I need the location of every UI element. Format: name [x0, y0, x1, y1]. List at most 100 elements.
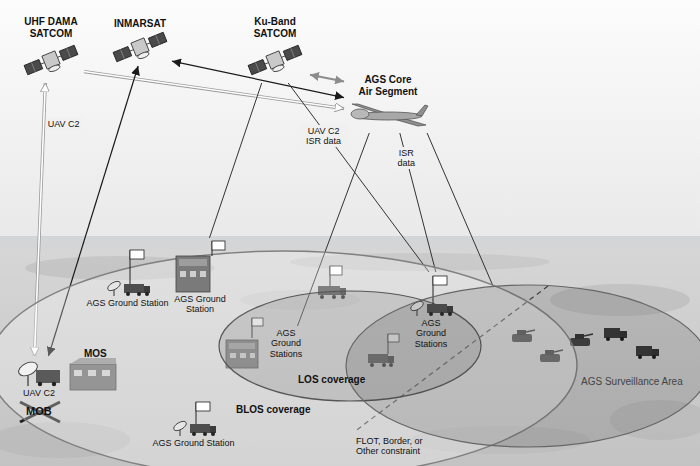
link-line [209, 83, 261, 238]
van-wheel [52, 382, 56, 386]
satellite-icon [247, 43, 304, 80]
link-label-holder: UAV C2 [46, 118, 82, 130]
station-label: AGS Ground Stations [408, 318, 454, 349]
truck-wheel [211, 432, 215, 436]
panel-strut [265, 63, 269, 64]
site-label: MOB [26, 405, 52, 418]
panel-strut [146, 42, 150, 43]
ground-station-icon [106, 250, 150, 296]
link-path [84, 72, 344, 109]
link-line [288, 83, 429, 272]
aircraft-icon [351, 104, 428, 126]
link-line [310, 75, 344, 82]
station-label: AGS Ground Stations [264, 328, 308, 359]
aircraft-nose [351, 109, 369, 119]
satellite-node: UHF DAMA SATCOM [18, 14, 84, 83]
link-line [84, 72, 344, 109]
panel-grid [256, 62, 260, 71]
solar-panel [248, 59, 267, 74]
truck-cab [210, 426, 216, 433]
panel-grid [291, 48, 295, 57]
building-roof [179, 259, 207, 266]
free-label-holder: MOS [84, 348, 107, 360]
link-path [288, 83, 429, 272]
solar-panel [59, 45, 78, 60]
link-path [427, 133, 493, 286]
truck-wheel [137, 292, 141, 296]
building-window [180, 271, 186, 277]
link-label-holder: ISR data [391, 147, 421, 170]
solar-panel [24, 59, 43, 74]
satellite-label: UHF DAMA SATCOM [22, 16, 80, 39]
node-icon [16, 358, 62, 388]
panel-strut [41, 63, 45, 64]
link-line [427, 133, 493, 286]
satellite-node: Ku-Band SATCOM [240, 14, 310, 83]
unit-flag [212, 241, 225, 250]
satellite-icon [23, 43, 80, 80]
control-van [36, 370, 60, 383]
link-path [209, 83, 261, 238]
solar-panel [113, 46, 132, 61]
building-window [200, 271, 206, 277]
link-label: UAV C2 ISR data [300, 125, 348, 148]
free-label-holder: MOB [26, 405, 52, 418]
solar-panel [148, 32, 167, 47]
station-label: UAV C2 [23, 388, 55, 398]
panel-grid [156, 35, 160, 44]
panel-strut [281, 56, 285, 57]
panel-strut [57, 56, 61, 57]
satellite-label: Ku-Band SATCOM [242, 16, 308, 39]
satellite-icon [112, 30, 169, 64]
truck-cab [144, 286, 150, 293]
satellite-node: INMARSAT [108, 16, 172, 66]
uav-control-icon [16, 359, 60, 386]
link-path [310, 75, 344, 82]
truck-wheel [192, 432, 196, 436]
sky [0, 0, 700, 252]
ground-station-node: AGS Ground Stations [262, 326, 310, 362]
node-icon [170, 240, 230, 294]
truck-wheel [145, 292, 149, 296]
satellite-antenna [48, 64, 61, 73]
truck-body [124, 284, 144, 293]
area-label: AGS Surveillance Area [581, 376, 683, 388]
satellite-antenna [137, 50, 150, 59]
satellite-antenna [272, 64, 285, 73]
link-label-holder: UAV C2 ISR data [300, 125, 348, 148]
panel-strut [130, 49, 134, 50]
surveillance-ellipse: AGS Surveillance Area [345, 284, 700, 448]
coverage-area [346, 285, 700, 447]
link-casing [84, 72, 344, 109]
site-label: MOS [84, 348, 107, 360]
unit-flag [196, 402, 210, 411]
panel-grid [67, 48, 71, 57]
panel-grid [121, 49, 125, 58]
node-icon [110, 30, 170, 64]
uav-control-node: UAV C2 [14, 356, 64, 401]
node-icon [88, 248, 168, 298]
building-window [190, 271, 196, 277]
truck-wheel [203, 432, 207, 436]
unit-flag [433, 276, 447, 285]
station-label: AGS Ground Station [168, 294, 232, 315]
ground-station-icon [176, 241, 225, 292]
node-icon [20, 39, 82, 81]
coverage-label: BLOS coverage [236, 404, 310, 416]
van-wheel [38, 382, 42, 386]
boundary-note: FLOT, Border, or Other constraint [356, 436, 430, 457]
solar-panel [283, 45, 302, 60]
aircraft-tail [416, 105, 428, 116]
ground-station-node: AGS Ground Station [166, 238, 234, 317]
station-building [176, 256, 210, 292]
node-icon [346, 97, 430, 131]
panel-grid [32, 62, 36, 71]
coverage-label: LOS coverage [298, 374, 365, 386]
station-label: AGS Ground Station [152, 438, 234, 448]
satellite-dish [172, 419, 188, 432]
aircraft-label: AGS Core Air Segment [357, 74, 419, 97]
link-label: ISR data [391, 147, 421, 170]
ground-station-icon [172, 402, 216, 436]
